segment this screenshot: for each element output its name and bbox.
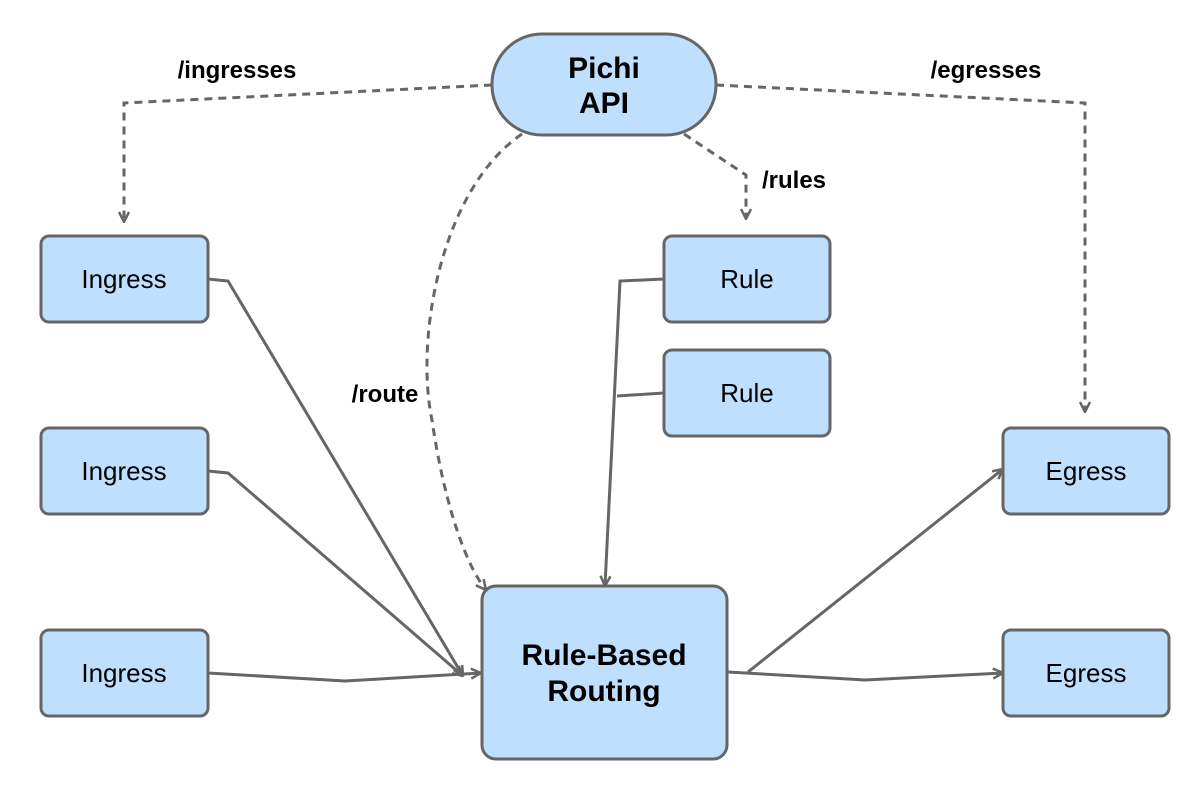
api-node-line2: API [579, 87, 629, 120]
egress-node-2[interactable]: Egress [1001, 628, 1171, 718]
egress-node-1-label: Egress [1046, 456, 1127, 486]
edge-label-egresses: /egresses [931, 57, 1042, 84]
rule-node-2[interactable]: Rule [662, 348, 832, 438]
routing-node[interactable]: Rule-Based Routing [480, 584, 729, 761]
edge-rule-1-to-routing [605, 277, 665, 586]
edge-routing-to-egress-2 [727, 672, 1003, 682]
edge-api-to-routing [425, 132, 523, 590]
routing-node-line1: Rule-Based [521, 639, 686, 672]
api-node[interactable]: Pichi API [490, 32, 718, 137]
ingress-node-1[interactable]: Ingress [39, 234, 210, 324]
edge-routing-to-egress-1 [747, 469, 1003, 674]
ingress-node-3-label: Ingress [81, 658, 166, 688]
rule-node-1[interactable]: Rule [662, 234, 832, 324]
edge-label-ingresses: /ingresses [178, 57, 297, 84]
edge-label-rules: /rules [762, 167, 826, 194]
ingress-node-1-label: Ingress [81, 264, 166, 294]
edge-rule-2-to-routing [616, 391, 665, 398]
ingress-node-3[interactable]: Ingress [39, 628, 210, 718]
rule-node-2-label: Rule [720, 378, 773, 408]
ingress-node-2-label: Ingress [81, 456, 166, 486]
ingress-node-2[interactable]: Ingress [39, 426, 210, 516]
egress-node-1[interactable]: Egress [1001, 426, 1171, 516]
edge-label-route: /route [352, 381, 419, 408]
rule-node-1-label: Rule [720, 264, 773, 294]
edge-api-to-egress [715, 83, 1085, 412]
edge-api-to-rule [683, 132, 746, 219]
egress-node-2-label: Egress [1046, 658, 1127, 688]
edge-api-to-ingress [124, 83, 493, 222]
routing-node-line2: Routing [547, 675, 660, 708]
api-node-line1: Pichi [568, 52, 640, 85]
edge-ingress-3-to-routing [207, 673, 481, 683]
edge-ingress-1-to-routing [207, 277, 463, 676]
edge-ingress-2-to-routing [207, 469, 463, 676]
